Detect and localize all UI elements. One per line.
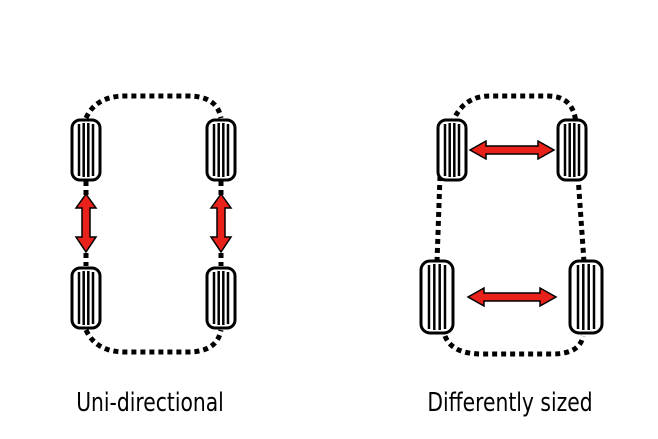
caption-uni-directional: Uni-directional <box>76 388 224 418</box>
panel-differently-sized <box>419 93 604 357</box>
tire-icon <box>70 266 102 330</box>
caption-differently-sized: Differently sized <box>427 388 593 418</box>
tire-icon <box>205 266 237 330</box>
double-arrow-horizontal-top <box>468 139 556 161</box>
tire-icon <box>436 118 468 182</box>
rotation-path-right <box>434 93 587 357</box>
tire-icon <box>568 259 604 335</box>
tire-icon <box>419 259 455 335</box>
rotation-path-left <box>83 93 224 355</box>
double-arrow-horizontal-bottom <box>466 286 558 308</box>
double-arrow-vertical-right <box>209 192 233 254</box>
tire-icon <box>205 118 237 182</box>
tire-icon <box>556 118 588 182</box>
tire-icon <box>70 118 102 182</box>
panel-uni-directional <box>70 93 237 355</box>
double-arrow-vertical-left <box>74 192 98 254</box>
